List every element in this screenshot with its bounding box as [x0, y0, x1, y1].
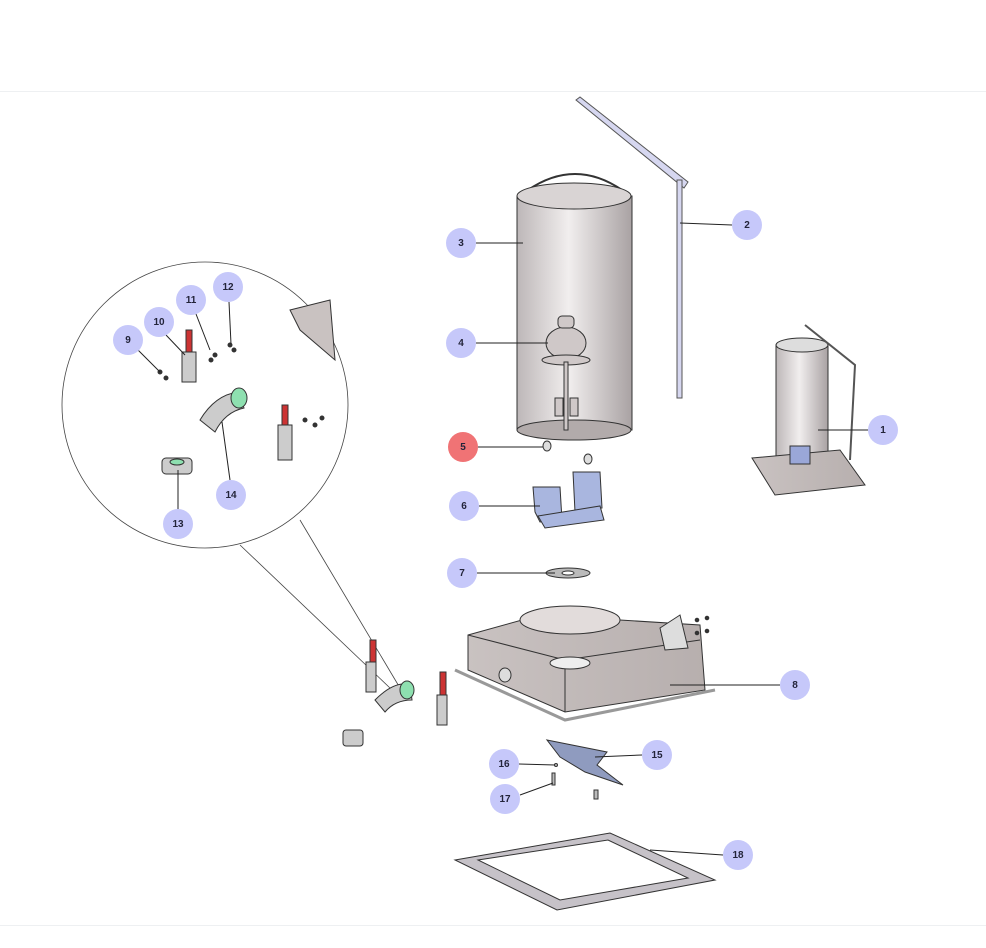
callout-7[interactable]: 7: [447, 558, 477, 588]
part-latch-assembly: [342, 639, 448, 747]
top-bar: [0, 0, 986, 92]
leader-lines: [137, 222, 868, 856]
magnified-latch-parts: [157, 299, 336, 475]
callout-14[interactable]: 14: [216, 480, 246, 510]
callout-15[interactable]: 15: [642, 740, 672, 770]
part-blade: [545, 739, 624, 786]
bottom-divider: [0, 925, 986, 926]
callout-9[interactable]: 9: [113, 325, 143, 355]
callout-3[interactable]: 3: [446, 228, 476, 258]
callout-8[interactable]: 8: [780, 670, 810, 700]
part-bracket: [532, 471, 605, 529]
callout-13[interactable]: 13: [163, 509, 193, 539]
part-screws: [551, 763, 599, 800]
part-clips: [542, 440, 593, 465]
callout-16[interactable]: 16: [489, 749, 519, 779]
part-base-box: [454, 605, 716, 722]
part-hanger-rod: [575, 96, 689, 399]
callout-6[interactable]: 6: [449, 491, 479, 521]
part-assembly: [751, 324, 866, 496]
part-mixer: [541, 315, 591, 431]
part-tank: [516, 173, 633, 441]
callout-17[interactable]: 17: [490, 784, 520, 814]
callout-5[interactable]: 5: [448, 432, 478, 462]
callout-2[interactable]: 2: [732, 210, 762, 240]
callout-18[interactable]: 18: [723, 840, 753, 870]
detail-magnifier: [61, 261, 401, 689]
part-washer: [545, 567, 591, 579]
part-frame: [453, 832, 717, 911]
callout-11[interactable]: 11: [176, 285, 206, 315]
callout-1[interactable]: 1: [868, 415, 898, 445]
callout-12[interactable]: 12: [213, 272, 243, 302]
callout-4[interactable]: 4: [446, 328, 476, 358]
callout-10[interactable]: 10: [144, 307, 174, 337]
